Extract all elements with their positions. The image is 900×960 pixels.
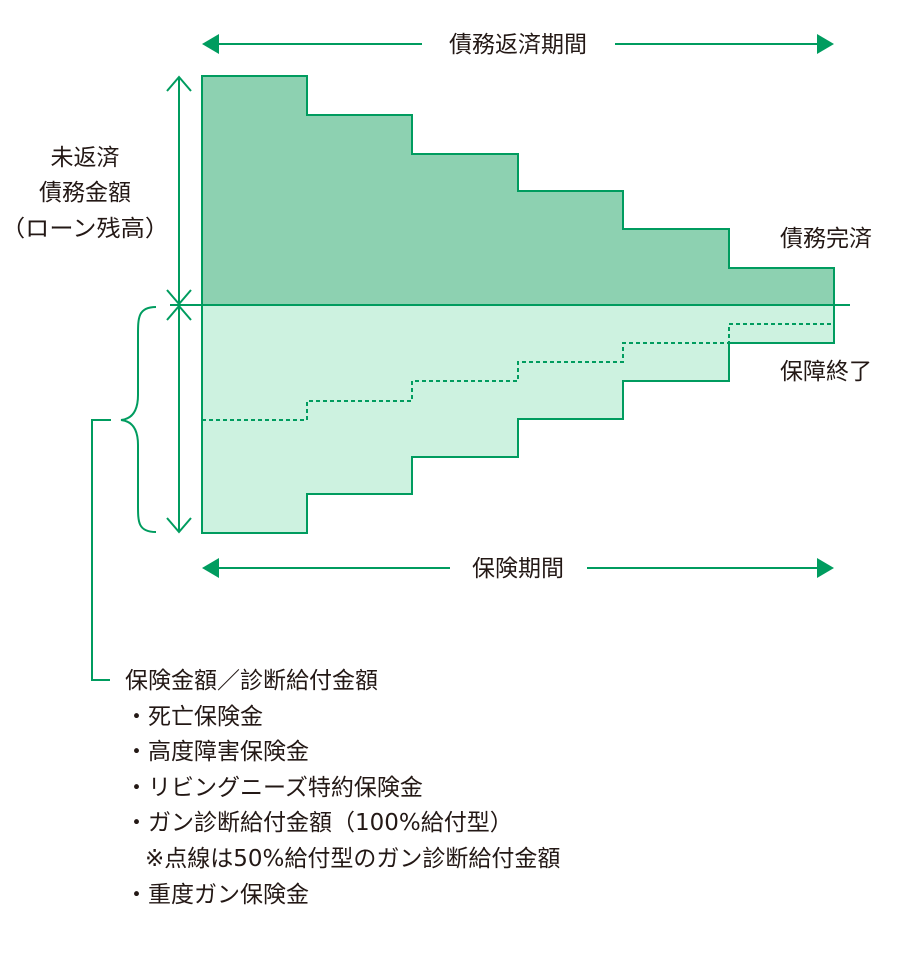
half-benefit-dotted-line [202, 323, 834, 421]
insurance-period-label: 保険期間 [472, 556, 564, 582]
coverage-end-label: 保障終了 [780, 359, 872, 385]
coverage-amount-arrow [166, 304, 192, 534]
benefit-note: ※点線は50%給付型のガン診断給付金額 [145, 845, 561, 872]
outstanding-label-line1: 未返済 [51, 145, 120, 171]
repayment-period-label: 債務返済期間 [449, 32, 587, 58]
benefit-item: ・ガン診断給付金額（100%給付型） [125, 810, 513, 837]
benefit-item: ・死亡保険金 [125, 703, 263, 730]
benefit-item: ・重度ガン保険金 [125, 881, 309, 908]
benefit-item: ・高度障害保険金 [125, 739, 309, 766]
coverage-brace [120, 306, 157, 533]
debt-cleared-label: 債務完済 [780, 226, 872, 252]
repayment-period-arrow [202, 34, 834, 54]
benefit-connector-line [91, 419, 111, 681]
benefit-item: ・リビングニーズ特約保険金 [125, 774, 423, 801]
outstanding-label-line2: 債務金額 [39, 180, 131, 206]
insurance-coverage-area [201, 304, 835, 534]
outstanding-label-line3: （ローン残高） [1, 216, 169, 242]
outstanding-debt-area [201, 75, 835, 306]
benefit-list: 保険金額／診断給付金額 ・死亡保険金 ・高度障害保険金 ・リビングニーズ特約保険… [125, 664, 560, 913]
benefit-heading: 保険金額／診断給付金額 [125, 668, 378, 694]
outstanding-amount-arrow [166, 75, 192, 306]
insurance-period-arrow [202, 558, 834, 578]
